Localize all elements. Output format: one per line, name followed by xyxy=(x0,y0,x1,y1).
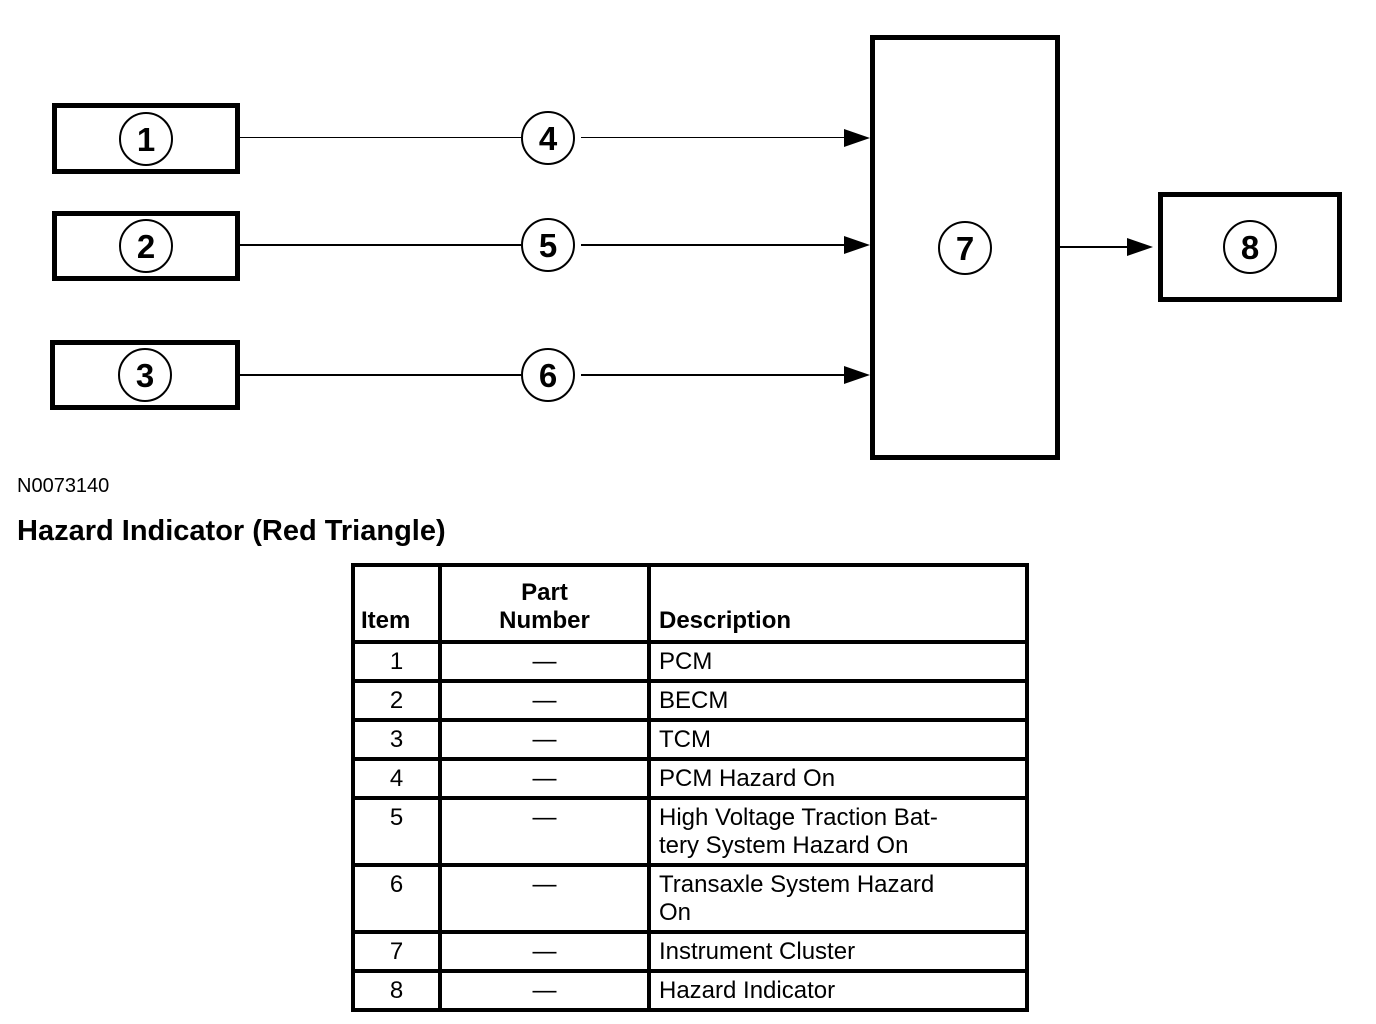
item-cell: 8 xyxy=(351,969,442,1012)
description-cell: PCM Hazard On xyxy=(647,757,1029,800)
part-number-column-header: Part Number xyxy=(438,563,651,644)
table-row: 2 — BECM xyxy=(351,679,1029,722)
table-row: 7 — Instrument Cluster xyxy=(351,930,1029,973)
pcm-node-box: 1 xyxy=(52,103,240,174)
description-cell: PCM xyxy=(647,640,1029,683)
table-header-row: Item Part Number Description xyxy=(351,563,1029,644)
connector-line xyxy=(581,137,844,138)
part-number-cell: — xyxy=(438,796,651,867)
parts-table: Item Part Number Description 1 — PCM 2 —… xyxy=(351,563,1029,1012)
part-number-cell: — xyxy=(438,930,651,973)
connector-line xyxy=(240,137,521,138)
description-cell: Hazard Indicator xyxy=(647,969,1029,1012)
arrowhead-right-icon xyxy=(844,129,870,147)
connector-line xyxy=(581,244,844,246)
table-row: 4 — PCM Hazard On xyxy=(351,757,1029,800)
part-number-cell: — xyxy=(438,863,651,934)
description-cell: BECM xyxy=(647,679,1029,722)
part-number-cell: — xyxy=(438,640,651,683)
part-number-cell: — xyxy=(438,969,651,1012)
table-row: 5 — High Voltage Traction Bat- tery Syst… xyxy=(351,796,1029,867)
tcm-node-box: 3 xyxy=(50,340,240,410)
item-cell: 1 xyxy=(351,640,442,683)
description-cell: High Voltage Traction Bat- tery System H… xyxy=(647,796,1029,867)
item-column-header: Item xyxy=(351,563,442,644)
hazard-indicator-node-box: 8 xyxy=(1158,192,1342,302)
item-cell: 7 xyxy=(351,930,442,973)
becm-node-box: 2 xyxy=(52,211,240,281)
arrowhead-right-icon xyxy=(1127,238,1153,256)
arrowhead-right-icon xyxy=(844,236,870,254)
circled-number-1: 1 xyxy=(119,111,173,166)
circled-number-3: 3 xyxy=(118,348,172,402)
page-title: Hazard Indicator (Red Triangle) xyxy=(17,515,446,547)
table-row: 8 — Hazard Indicator xyxy=(351,969,1029,1012)
item-cell: 5 xyxy=(351,796,442,867)
connector-line xyxy=(240,244,521,246)
part-number-cell: — xyxy=(438,679,651,722)
circled-number-5: 5 xyxy=(521,218,575,272)
circled-number-4: 4 xyxy=(521,111,575,165)
item-cell: 6 xyxy=(351,863,442,934)
table-row: 1 — PCM xyxy=(351,640,1029,683)
circled-number-6: 6 xyxy=(521,348,575,402)
circled-number-8: 8 xyxy=(1223,220,1277,274)
description-cell: TCM xyxy=(647,718,1029,761)
item-cell: 4 xyxy=(351,757,442,800)
description-column-header: Description xyxy=(647,563,1029,644)
part-number-cell: — xyxy=(438,757,651,800)
connector-line xyxy=(240,374,521,376)
description-cell: Instrument Cluster xyxy=(647,930,1029,973)
figure-code-label: N0073140 xyxy=(17,475,110,497)
connector-line xyxy=(1060,246,1128,248)
connector-line xyxy=(581,374,844,376)
description-cell: Transaxle System Hazard On xyxy=(647,863,1029,934)
instrument-cluster-node-box: 7 xyxy=(870,35,1060,460)
item-cell: 2 xyxy=(351,679,442,722)
arrowhead-right-icon xyxy=(844,366,870,384)
circled-number-7: 7 xyxy=(938,220,992,275)
table-row: 6 — Transaxle System Hazard On xyxy=(351,863,1029,934)
table-row: 3 — TCM xyxy=(351,718,1029,761)
circled-number-2: 2 xyxy=(119,219,173,273)
part-number-cell: — xyxy=(438,718,651,761)
item-cell: 3 xyxy=(351,718,442,761)
